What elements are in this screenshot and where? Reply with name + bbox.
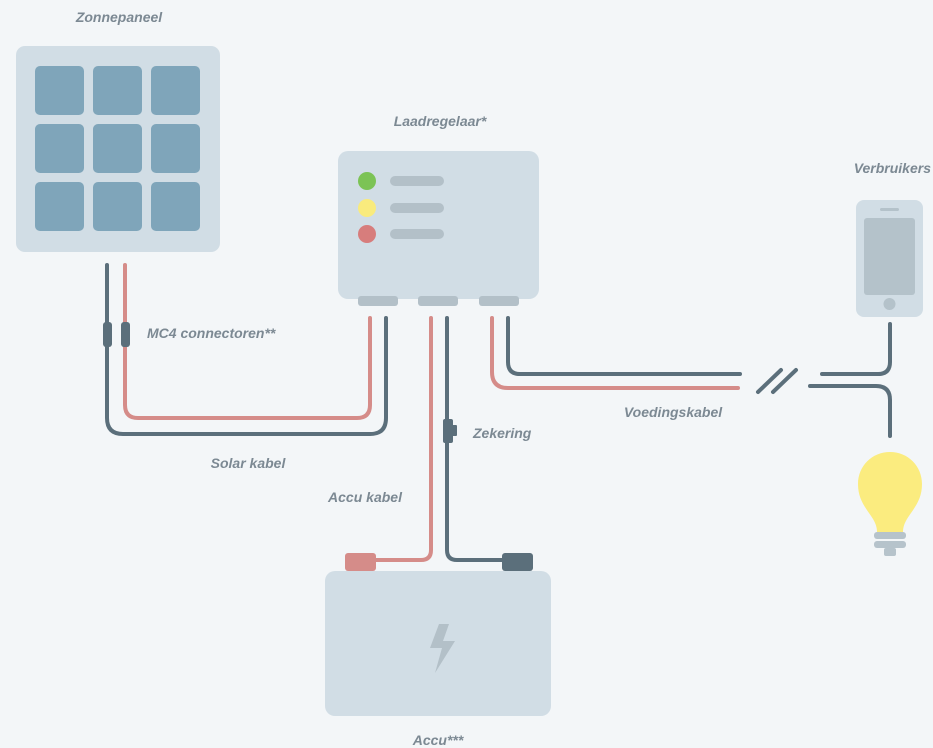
power-cable-positive <box>490 316 740 390</box>
label-charge-controller: Laadregelaar* <box>394 113 487 129</box>
label-consumers: Verbruikers <box>854 160 932 176</box>
power-cable-to-phone <box>820 322 892 376</box>
mc4-connector-negative <box>103 322 112 347</box>
solar-cable-positive <box>123 263 372 420</box>
solar-cable-negative <box>105 263 388 436</box>
status-led-yellow <box>358 199 376 217</box>
lightning-icon <box>430 624 455 673</box>
solar-panel-icon <box>16 46 220 252</box>
terminal-slot-battery <box>418 296 458 306</box>
battery-cable-negative <box>445 316 514 562</box>
terminal-slot-load <box>479 296 519 306</box>
label-battery-cable: Accu kabel <box>327 489 403 505</box>
lightbulb-icon <box>858 452 922 556</box>
label-solar-panel: Zonnepaneel <box>75 9 163 25</box>
battery-icon <box>325 553 551 716</box>
power-cable-negative <box>506 316 742 376</box>
battery-terminal-positive <box>345 553 376 571</box>
smartphone-icon <box>856 200 923 317</box>
label-battery: Accu*** <box>412 732 464 748</box>
label-solar-cable: Solar kabel <box>211 455 287 471</box>
label-fuse: Zekering <box>472 425 532 441</box>
terminal-slot-solar <box>358 296 398 306</box>
label-mc4-connectors: MC4 connectoren** <box>147 325 276 341</box>
mc4-connector-positive <box>121 322 130 347</box>
battery-cable-positive <box>370 316 433 562</box>
status-led-red <box>358 225 376 243</box>
status-led-green <box>358 172 376 190</box>
battery-terminal-negative <box>502 553 533 571</box>
cable-break-icon <box>756 368 798 394</box>
fuse-icon <box>443 419 457 443</box>
charge-controller-icon <box>338 151 539 306</box>
label-power-cable: Voedingskabel <box>624 404 723 420</box>
power-cable-to-bulb <box>808 384 892 438</box>
